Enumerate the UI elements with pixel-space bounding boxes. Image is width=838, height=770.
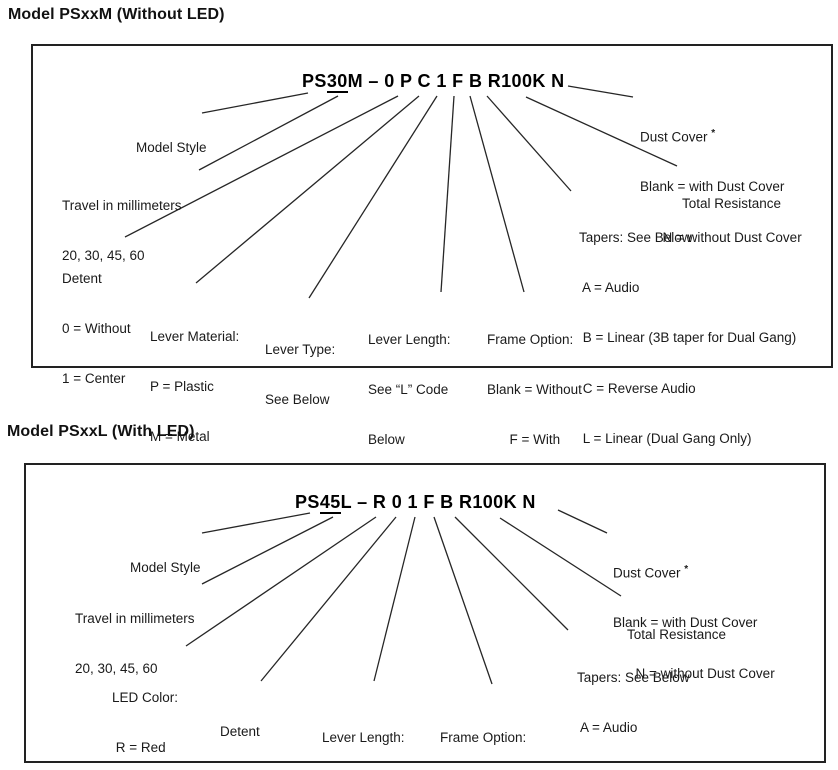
label-total-resistance-l: Total Resistance — [627, 626, 727, 642]
label-total-resistance-m: Total Resistance — [682, 195, 782, 211]
pn-prefix: PS — [302, 71, 327, 91]
dust-cover-asterisk-l: * — [684, 563, 689, 575]
label-tapers-m: Tapers: See Below A = Audio B = Linear (… — [579, 229, 797, 447]
label-detent-l: Detent 0 = Without 1 = Center — [220, 723, 260, 739]
label-lever-type-m: Lever Type: See Below — [265, 341, 336, 407]
dust-cover-asterisk-m: * — [711, 127, 716, 139]
pn-travel-code: 30 — [326, 71, 348, 93]
section-title-psxxl: Model PSxxL (With LED) — [7, 423, 195, 440]
label-led-color-l: LED Color: R = Red G = Orange Y = Yellow… — [112, 689, 179, 755]
label-lever-material-m: Lever Material: P = Plastic M = Metal — [150, 328, 240, 445]
label-travel-m: Travel in millimeters 20, 30, 45, 60 — [62, 197, 182, 263]
section-title-psxxm: Model PSxxM (Without LED) — [8, 6, 225, 23]
label-travel-l: Travel in millimeters 20, 30, 45, 60 — [75, 610, 195, 676]
part-number-psxxm: PS30M – 0 P C 1 F B R100K N — [302, 71, 565, 93]
pn-suffix: M – 0 P C 1 F B R100K N — [347, 71, 565, 91]
label-model-style-m: Model Style — [136, 139, 207, 155]
pn-travel-code: 45 — [319, 492, 341, 514]
label-dust-cover-m: Dust Cover * Blank = with Dust Cover N =… — [640, 127, 802, 245]
label-frame-option-m: Frame Option: Blank = Without F = With — [487, 331, 582, 448]
pn-prefix: PS — [295, 492, 320, 512]
dust-cover-text-m: Dust Cover — [640, 129, 712, 145]
pn-suffix: L – R 0 1 F B R100K N — [340, 492, 536, 512]
dust-cover-text-l: Dust Cover — [613, 565, 685, 581]
label-dust-cover-l: Dust Cover * Blank = with Dust Cover N =… — [613, 563, 775, 681]
label-lever-length-m: Lever Length: See “L” Code Below — [368, 331, 451, 448]
label-tapers-l: Tapers: See Below A = Audio B = Linear (… — [577, 669, 690, 735]
label-detent-m: Detent 0 = Without 1 = Center — [62, 270, 131, 387]
diagram-box-psxxl — [24, 463, 826, 763]
label-frame-option-l: Frame Option: Blank = Without F = With — [440, 729, 527, 745]
label-model-style-l: Model Style — [130, 559, 201, 575]
part-number-psxxl: PS45L – R 0 1 F B R100K N — [295, 492, 536, 514]
label-lever-length-l: Lever Length: 1 = 15mm 2 = 19mm — [322, 729, 405, 745]
diagram-box-psxxm — [31, 44, 833, 368]
